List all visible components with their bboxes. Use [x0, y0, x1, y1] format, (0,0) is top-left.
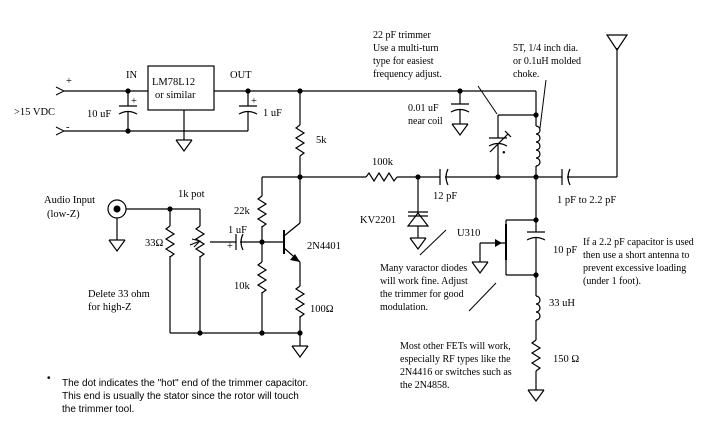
regulator-out-label: OUT: [230, 70, 252, 81]
fet-note-line3: 2N4416 or switches such as: [400, 367, 512, 378]
audio-input-label: Audio Input: [44, 195, 95, 206]
tank-section: • 22 pF trimmer Use a multi-turn type fo…: [373, 30, 581, 232]
cap-10pf-label: 10 pF: [553, 245, 577, 256]
fet-note-line4: the 2N4858.: [400, 380, 449, 391]
coil-note-line3: choke.: [513, 69, 539, 80]
modulator-section: 100k 12 pF KV2201 Many varactor diodes w…: [360, 157, 498, 313]
antenna-note-line3: prevent excessive loading: [583, 263, 686, 274]
audio-section: Audio Input (low-Z) 1k pot 33Ω Delete 33…: [44, 189, 300, 336]
output-capacitor: [238, 91, 258, 131]
resistor-10k-label: 10k: [234, 281, 251, 292]
input-terminal-plus: [55, 86, 66, 96]
tank-coil: [535, 125, 541, 167]
trimmer-note-line4: frequency adjust.: [373, 69, 442, 80]
trimmer-capacitor: [488, 130, 512, 153]
coupling-cap-polarity: +: [227, 241, 233, 252]
regulator-in-label: IN: [126, 70, 137, 81]
resistor-5k: [294, 124, 306, 157]
resistor-10k: [256, 261, 268, 294]
ground-icon: [175, 139, 193, 153]
ground-icon: [451, 123, 469, 137]
trimmer-hot-dot: •: [502, 148, 506, 159]
trimmer-note-line3: type for easiest: [373, 56, 434, 67]
resistor-100-ohm: [294, 285, 306, 318]
antenna-note-line2: then use a short antenna to: [583, 250, 689, 261]
footnote-bullet: •: [47, 373, 51, 384]
trimmer-note-line1: 22 pF trimmer: [373, 30, 431, 41]
output-cap-value: 1 uF: [263, 108, 282, 119]
ground-icon: [291, 345, 309, 359]
plus-sign: +: [66, 76, 72, 87]
input-cap-value: 10 uF: [87, 109, 111, 120]
minus-sign: -: [66, 122, 70, 133]
supply-label: >15 VDC: [14, 107, 55, 118]
ground-icon: [409, 237, 427, 251]
resistor-100-label: 100Ω: [310, 304, 334, 315]
varactor-note-line2: will work fine. Adjust: [380, 276, 468, 287]
footnote-line2: This end is usually the stator since the…: [62, 391, 299, 402]
resistor-5k-label: 5k: [316, 135, 327, 146]
resistor-100k: [365, 171, 398, 183]
regulator-part: LM78L12: [152, 77, 195, 88]
transistor-label: 2N4401: [307, 241, 341, 252]
bypass-note-line2: near coil: [408, 116, 443, 127]
input-cap-polarity: +: [131, 96, 137, 107]
audio-input-impedance: (low-Z): [47, 209, 80, 220]
bypass-note-line1: 0.01 uF: [408, 103, 439, 114]
choke-label: 33 uH: [549, 298, 575, 309]
jfet-transistor: [480, 220, 507, 275]
varactor-note-line1: Many varactor diodes: [380, 263, 467, 274]
antenna-section: 1 pF to 2.2 pF If a 2.2 pF capacitor is …: [557, 34, 694, 287]
regulator-note: or similar: [155, 90, 196, 101]
footnote: • The dot indicates the "hot" end of the…: [47, 373, 308, 415]
voltage-regulator: [147, 65, 215, 111]
antenna-cap-label: 1 pF to 2.2 pF: [557, 195, 616, 206]
antenna-note-line4: (under 1 foot).: [583, 276, 641, 287]
resistor-22k-label: 22k: [234, 206, 251, 217]
resistor-150-label: 150 Ω: [553, 354, 579, 365]
fet-label: U310: [457, 228, 480, 239]
ground-icon: [108, 239, 126, 253]
trimmer-note-line2: Use a multi-turn: [373, 43, 439, 54]
resistor-33-label: 33Ω: [145, 238, 164, 249]
coil-note-line2: or 0.1uH molded: [513, 56, 581, 67]
fet-section: U310 10 pF 33 uH 150 Ω Most other FETs w…: [400, 217, 579, 403]
high-z-note-line1: Delete 33 ohm: [88, 289, 150, 300]
power-section: + - >15 VDC IN OUT LM78L12 or similar 10…: [14, 65, 536, 153]
ground-icon: [527, 389, 545, 403]
antenna-note-line1: If a 2.2 pF capacitor is used: [583, 237, 694, 248]
audio-jack-icon: [107, 199, 127, 219]
varactor-label: KV2201: [360, 215, 396, 226]
resistor-22k: [256, 195, 268, 228]
bias-section: 5k 22k 10k 100Ω 2N4401: [234, 91, 366, 359]
footnote-line3: the trimmer tool.: [62, 404, 134, 415]
antenna-icon: [605, 34, 629, 52]
varactor-note-line3: the trimmer for good: [380, 289, 464, 300]
output-cap-polarity: +: [251, 96, 257, 107]
pot-label: 1k pot: [178, 189, 205, 200]
npn-transistor: [262, 222, 301, 263]
fet-note-line1: Most other FETs will work,: [400, 341, 511, 352]
high-z-note-line2: for high-Z: [88, 302, 131, 313]
coil-note-line1: 5T, 1/4 inch dia.: [513, 43, 578, 54]
fet-note-line2: especially RF types like the: [400, 354, 511, 365]
varactor-diode: [406, 177, 430, 238]
ground-icon: [471, 261, 489, 275]
footnote-line1: The dot indicates the "hot" end of the t…: [62, 378, 308, 389]
resistor-33-ohm: [164, 225, 176, 258]
coupling-cap-label: 1 uF: [228, 225, 247, 236]
resistor-100k-label: 100k: [372, 157, 394, 168]
varactor-note-line4: modulation.: [380, 302, 428, 313]
resistor-150-ohm: [530, 339, 542, 372]
cap-12pf-label: 12 pF: [433, 191, 457, 202]
input-terminal-minus: [55, 126, 66, 136]
rf-choke: [535, 295, 541, 321]
